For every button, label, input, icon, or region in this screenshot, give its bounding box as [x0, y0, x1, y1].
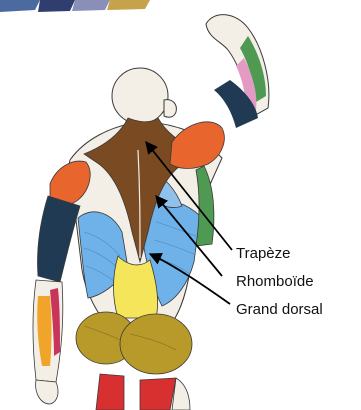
lumbar-region	[114, 256, 158, 318]
glutes	[76, 312, 192, 374]
label-trapeze: Trapèze	[236, 245, 290, 262]
left-hand	[36, 380, 58, 404]
label-rhomboide: Rhomboïde	[236, 273, 314, 290]
triceps-left	[37, 196, 80, 282]
left-arm	[33, 196, 80, 404]
label-grand-dorsal: Grand dorsal	[236, 301, 323, 318]
raised-arm	[206, 15, 269, 128]
ear	[164, 100, 176, 118]
cropped-figure-top	[0, 0, 150, 12]
hamstrings	[96, 374, 190, 410]
head	[112, 68, 176, 124]
